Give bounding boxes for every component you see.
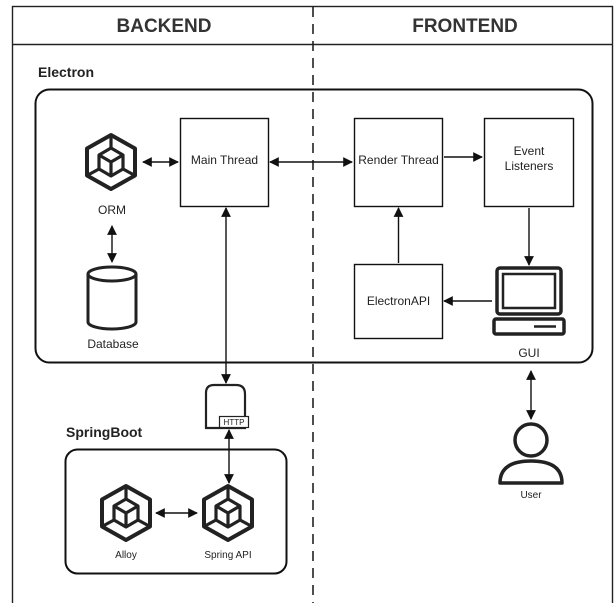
electron-api-node: ElectronAPI <box>353 263 444 340</box>
cube-icon <box>202 484 254 542</box>
electron-group-label: Electron <box>38 64 94 80</box>
http-document-icon <box>204 383 250 430</box>
orm-node: ORM <box>85 133 137 217</box>
http-node: HTTP <box>204 383 250 430</box>
user-node: User <box>498 422 564 501</box>
alloy-label: Alloy <box>115 550 137 561</box>
event-listeners-node: Event Listeners <box>483 117 575 208</box>
diagram-frame <box>11 5 614 608</box>
springboot-group <box>64 448 288 575</box>
alloy-node: Alloy <box>100 484 152 561</box>
cube-icon <box>85 133 137 191</box>
gui-node: GUI <box>492 266 566 360</box>
database-node: Database <box>86 265 139 351</box>
orm-label: ORM <box>98 203 126 217</box>
backend-header: BACKEND <box>117 16 212 37</box>
event-listeners-label-line1: Event <box>514 144 545 158</box>
gui-label: GUI <box>518 346 539 360</box>
main-thread-node: Main Thread <box>179 117 270 208</box>
user-label: User <box>520 490 542 501</box>
event-listeners-label-line2: Listeners <box>505 159 554 173</box>
database-cylinder-icon <box>86 265 138 331</box>
render-thread-node: Render Thread <box>353 117 444 208</box>
http-label: HTTP <box>224 418 245 427</box>
frontend-header: FRONTEND <box>412 16 518 37</box>
spring-api-node: Spring API <box>202 484 254 561</box>
cube-icon <box>100 484 152 542</box>
user-icon <box>498 422 564 485</box>
spring-api-label: Spring API <box>204 550 251 561</box>
electron-api-label: ElectronAPI <box>367 294 430 308</box>
electron-group <box>34 88 594 364</box>
springboot-group-label: SpringBoot <box>66 424 143 440</box>
database-label: Database <box>87 337 139 351</box>
monitor-icon <box>492 266 566 336</box>
main-thread-label: Main Thread <box>191 153 258 167</box>
render-thread-label: Render Thread <box>358 153 439 167</box>
